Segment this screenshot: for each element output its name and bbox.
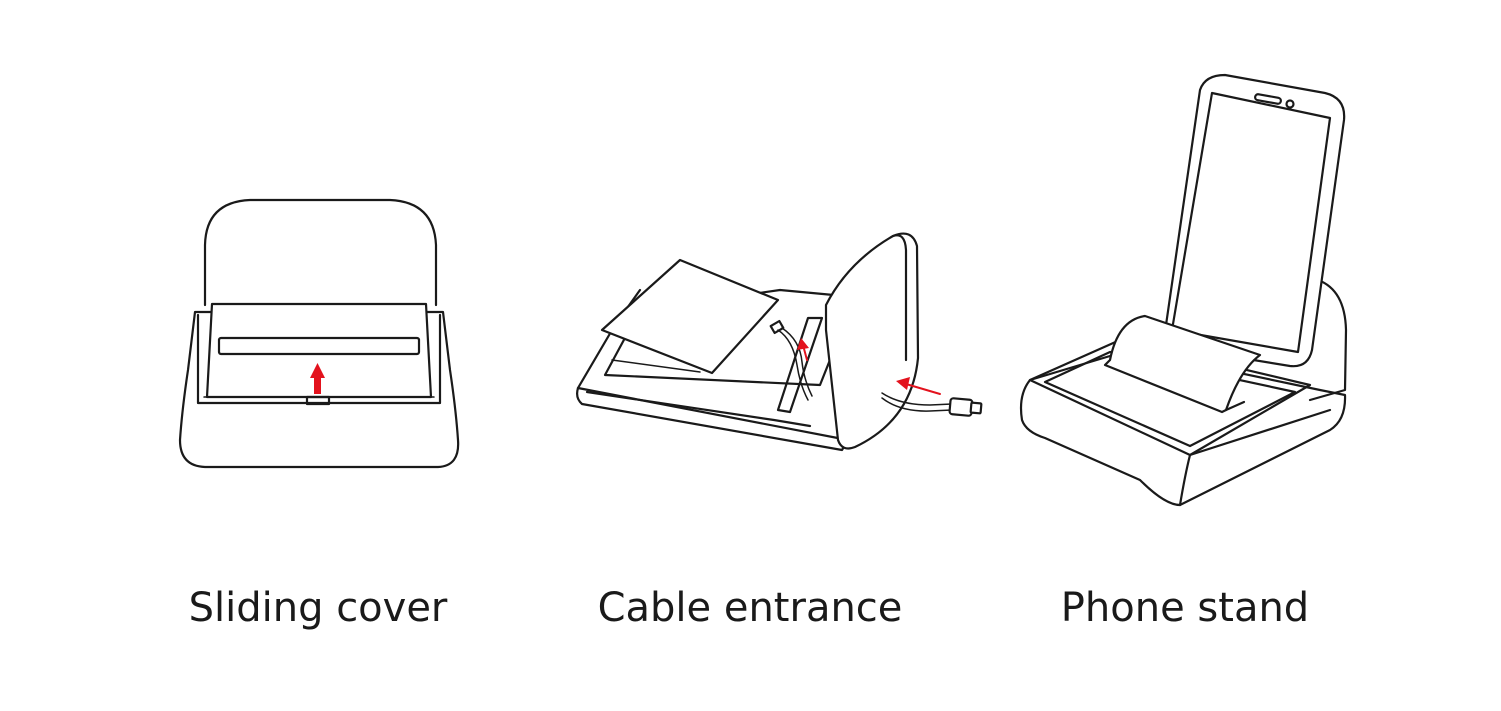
external-cable <box>881 392 953 406</box>
holder-foot <box>1224 400 1246 412</box>
usb-plug-icon <box>948 397 983 417</box>
stand-base-top-rim <box>1028 338 1312 457</box>
dock-backrest <box>203 198 438 307</box>
phone-camera <box>1285 99 1295 109</box>
cover-grip-groove <box>217 336 421 356</box>
external-cable-2 <box>881 397 953 412</box>
caption-sliding-cover: Sliding cover <box>188 585 448 631</box>
stand-base <box>1019 348 1347 507</box>
caption-cable-entrance: Cable entrance <box>597 585 903 631</box>
slide-direction-arrow-icon <box>310 363 325 394</box>
tray-front-rim <box>585 390 812 428</box>
cable-route-arrow-icon <box>797 338 809 361</box>
stand-tray <box>1043 350 1297 448</box>
phone-holder-curl <box>1103 314 1262 414</box>
phone-speaker <box>1254 93 1282 105</box>
upright-back-panel <box>824 232 920 450</box>
stand-back-support <box>1308 278 1348 402</box>
phone-body <box>1164 73 1346 368</box>
cable-entrance-arrow-icon <box>896 377 941 395</box>
dock-connector <box>305 395 331 406</box>
phone-screen <box>1170 91 1332 354</box>
caption-phone-stand: Phone stand <box>1060 585 1310 631</box>
lifted-cover-sheet <box>600 258 780 375</box>
internal-plug <box>769 319 785 335</box>
dock-base <box>178 310 460 469</box>
tray-base <box>576 386 850 452</box>
cable-channel <box>776 316 824 414</box>
base-corner <box>1178 453 1192 507</box>
sliding-cover-plate <box>205 302 433 399</box>
sliding-cover-illustration <box>178 198 460 469</box>
internal-cable <box>777 329 809 401</box>
recess-edge <box>611 359 701 373</box>
phone-stand-illustration <box>1019 73 1348 507</box>
base-front-edge <box>1188 408 1332 457</box>
panel-side-edge <box>891 234 908 362</box>
cable-entrance-illustration <box>576 232 983 452</box>
internal-cable-2 <box>781 327 813 397</box>
